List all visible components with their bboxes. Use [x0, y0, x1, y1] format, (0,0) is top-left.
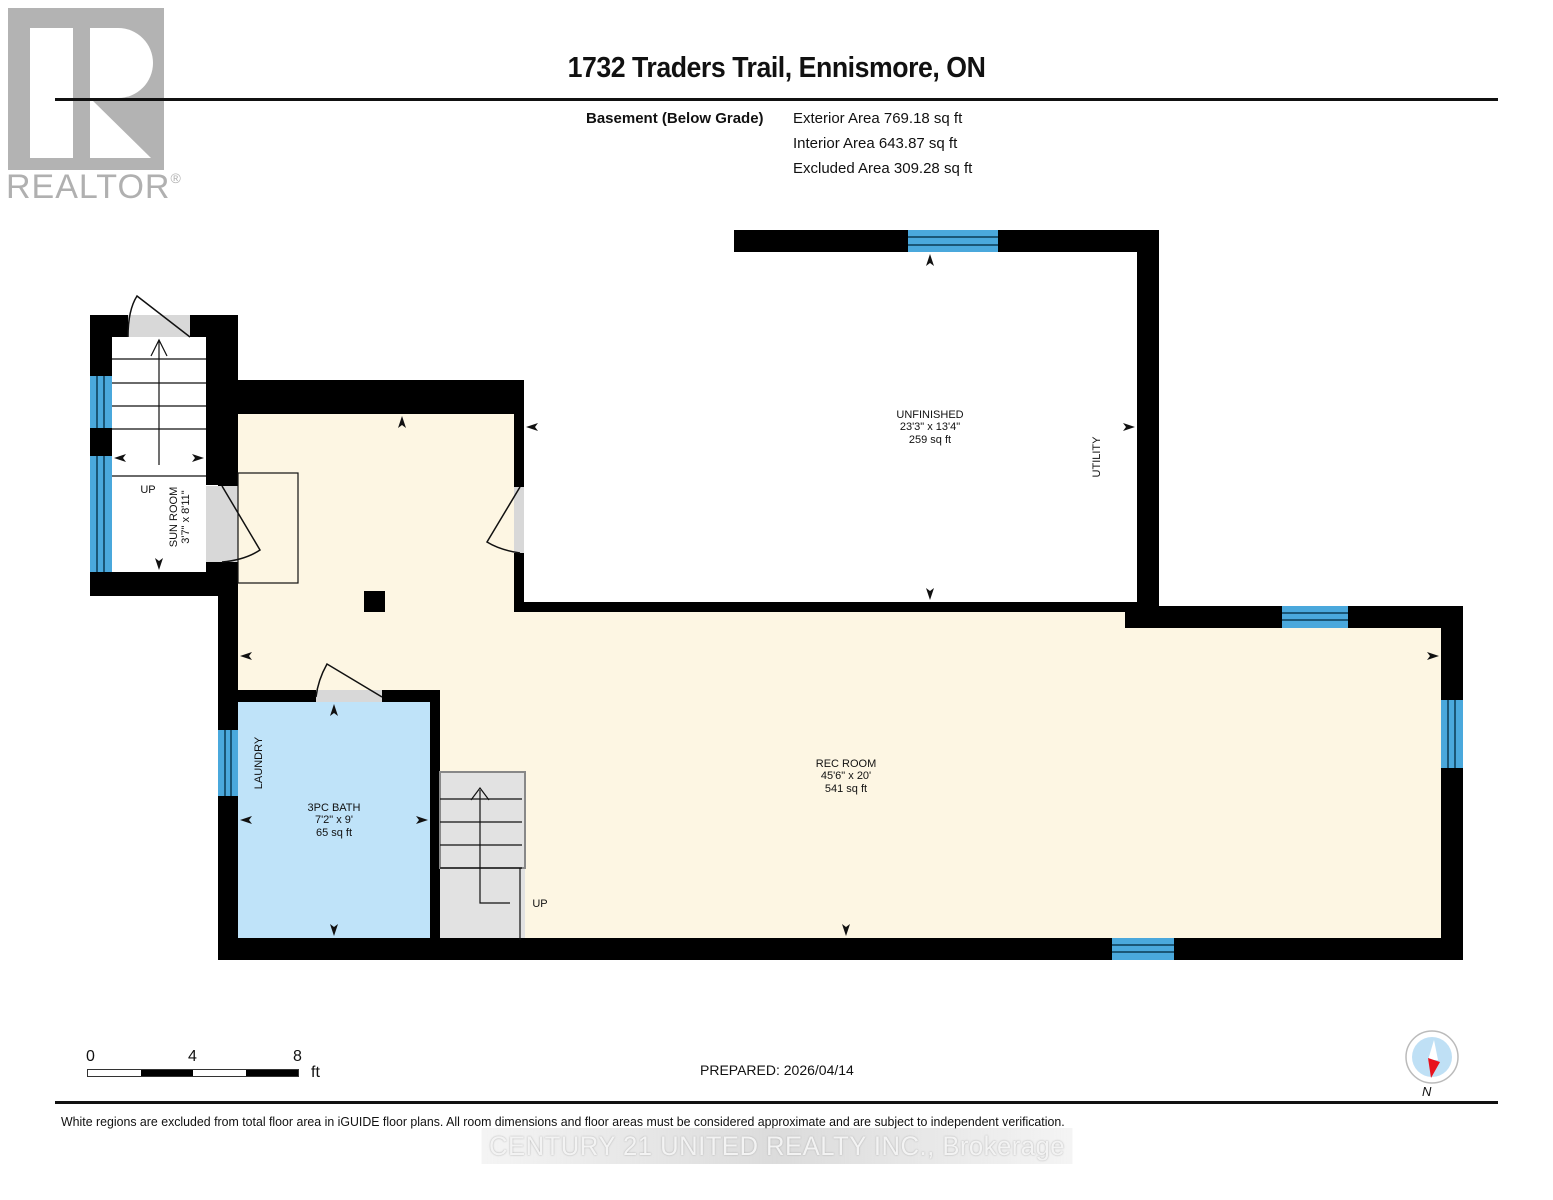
realtor-logo — [8, 8, 164, 170]
scale-bar — [87, 1069, 299, 1077]
door-swing-icon — [485, 486, 521, 554]
exterior-area: Exterior Area 769.18 sq ft — [793, 110, 963, 127]
room-name-utility: UTILITY — [1091, 436, 1103, 478]
scale-tick-8: 8 — [293, 1048, 302, 1065]
door-threshold — [206, 486, 238, 562]
window-icon — [218, 730, 238, 796]
stairs-sun-room — [112, 338, 206, 477]
room-area-unfinished: 259 sq ft — [909, 434, 951, 446]
window-icon — [908, 230, 998, 252]
window-icon — [1282, 606, 1348, 628]
room-dims-rec-room: 45'6" x 20' — [821, 770, 871, 782]
room-name-rec-room: REC ROOM — [816, 758, 877, 770]
compass-icon — [1405, 1030, 1459, 1084]
doors — [127, 294, 524, 702]
compass-north-label: N — [1422, 1084, 1432, 1099]
room-dims-bath: 7'2" x 9' — [315, 814, 353, 826]
window-icon — [90, 376, 112, 428]
stairs-interior-lines — [439, 771, 526, 940]
scale-unit: ft — [311, 1064, 320, 1081]
realtor-wordmark: REALTOR® — [6, 168, 182, 206]
floor-bath — [238, 700, 430, 940]
realtor-r-icon — [8, 8, 164, 170]
stairs-up-label: UP — [140, 484, 155, 496]
brokerage-watermark: CENTURY 21 UNITED REALTY INC., Brokerage — [481, 1128, 1073, 1164]
closet-outline — [237, 472, 299, 584]
window-icon — [90, 456, 112, 572]
page-title: 1732 Traders Trail, Ennismore, ON — [567, 52, 986, 84]
arrow-up-icon — [470, 787, 490, 801]
room-name-laundry: LAUNDRY — [253, 736, 265, 789]
door-threshold — [514, 487, 524, 553]
arrow-up-icon — [150, 338, 168, 357]
room-dims-unfinished: 23'3" x 13'4" — [900, 421, 960, 433]
scale-ticks: 0 4 8 — [0, 1048, 400, 1068]
level-label: Basement (Below Grade) — [586, 110, 764, 127]
door-threshold — [316, 690, 382, 702]
door-threshold — [128, 315, 190, 337]
window-icon — [1112, 938, 1174, 960]
prepared-date: PREPARED: 2026/04/14 — [700, 1062, 854, 1078]
door-swing-icon — [221, 485, 262, 563]
stairs-up-label: UP — [532, 898, 547, 910]
stairs-interior — [440, 772, 525, 940]
door-swing-icon — [127, 294, 191, 338]
window-icon — [1441, 700, 1463, 768]
room-name-sun-room: SUN ROOM — [168, 487, 180, 548]
disclaimer-text: White regions are excluded from total fl… — [61, 1114, 1065, 1129]
header-divider — [55, 98, 1498, 101]
interior-area: Interior Area 643.87 sq ft — [793, 135, 958, 152]
room-dims-sun-room: 3'7" x 8'11" — [180, 490, 192, 543]
room-area-bath: 65 sq ft — [316, 827, 352, 839]
room-name-bath: 3PC BATH — [308, 802, 361, 814]
dimension-markers — [114, 254, 1439, 936]
windows — [90, 230, 1463, 960]
room-area-rec-room: 541 sq ft — [825, 783, 867, 795]
room-name-unfinished: UNFINISHED — [896, 409, 963, 421]
scale-tick-4: 4 — [188, 1048, 197, 1065]
footer-divider — [55, 1101, 1498, 1104]
door-swing-icon — [315, 662, 383, 698]
scale-tick-0: 0 — [86, 1048, 95, 1065]
excluded-area: Excluded Area 309.28 sq ft — [793, 160, 973, 177]
